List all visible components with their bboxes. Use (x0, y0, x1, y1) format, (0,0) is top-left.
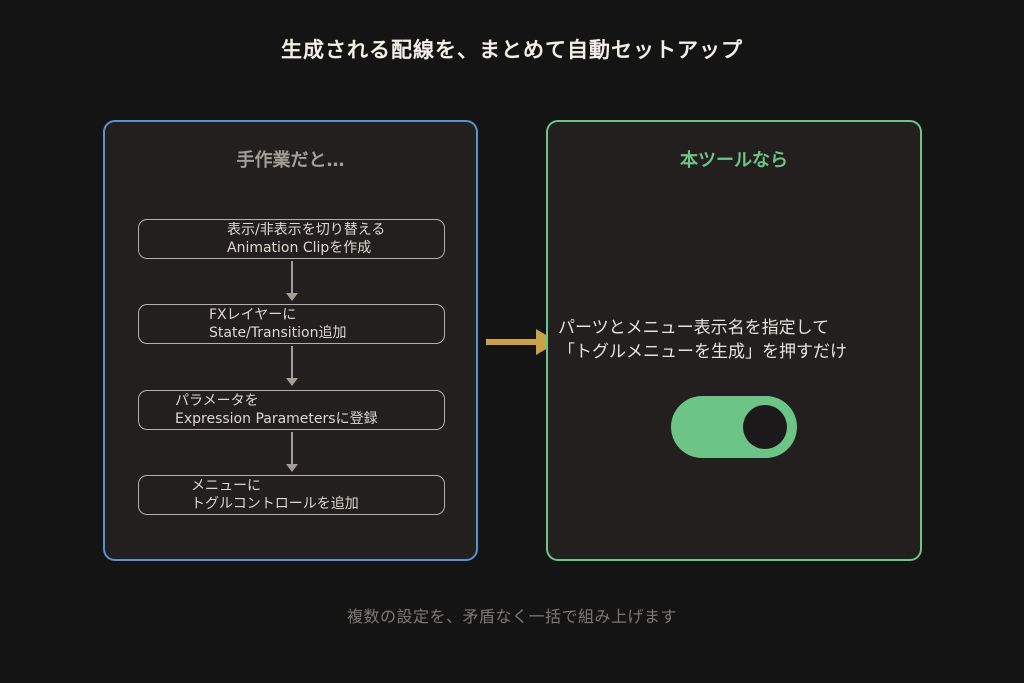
manual-workflow-panel: 手作業だと… 表示/非表示を切り替える Animation Clipを作成 FX… (103, 120, 478, 561)
toggle-switch[interactable] (671, 396, 797, 458)
tool-description: パーツとメニュー表示名を指定して 「トグルメニューを生成」を押すだけ (558, 316, 910, 364)
page-title: 生成される配線を、まとめて自動セットアップ (281, 38, 743, 62)
step-1-line-2: Animation Clipを作成 (227, 240, 372, 256)
step-2-line-2: State/Transition追加 (209, 325, 347, 341)
tool-panel-heading: 本ツールなら (680, 150, 788, 171)
tool-workflow-panel: 本ツールなら (546, 120, 922, 561)
flow-arrow-down-icon (286, 432, 298, 472)
step-add-fx-layer: FXレイヤーに State/Transition追加 (138, 304, 445, 344)
step-1-line-1: 表示/非表示を切り替える (227, 222, 386, 238)
step-2-line-1: FXレイヤーに (209, 307, 297, 323)
step-register-parameters: パラメータを Expression Parametersに登録 (138, 390, 445, 430)
step-4-line-1: メニューに (191, 478, 261, 494)
flow-arrow-down-icon (286, 261, 298, 301)
toggle-knob (743, 405, 787, 449)
tool-description-line-1: パーツとメニュー表示名を指定して (558, 318, 830, 338)
step-3-line-1: パラメータを (175, 393, 259, 409)
step-4-line-2: トグルコントロールを追加 (191, 496, 359, 512)
step-add-menu-toggle: メニューに トグルコントロールを追加 (138, 475, 445, 515)
footer-caption: 複数の設定を、矛盾なく一括で組み上げます (346, 607, 677, 626)
step-create-animation-clip: 表示/非表示を切り替える Animation Clipを作成 (138, 219, 445, 259)
flow-arrow-down-icon (286, 346, 298, 386)
step-3-line-2: Expression Parametersに登録 (175, 411, 378, 427)
tool-description-line-2: 「トグルメニューを生成」を押すだけ (558, 342, 847, 362)
manual-panel-heading: 手作業だと… (236, 150, 345, 171)
